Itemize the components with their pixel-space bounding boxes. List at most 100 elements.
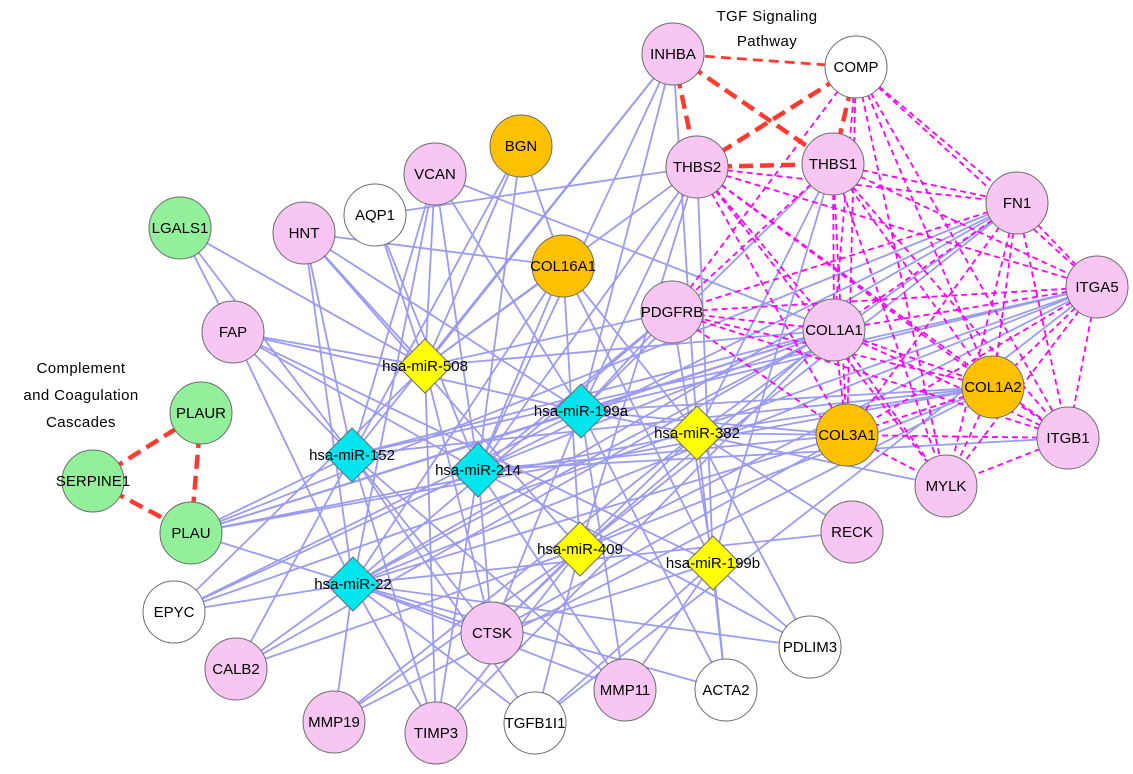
gene-node-circle xyxy=(824,35,888,99)
gene-node-circle xyxy=(159,501,223,565)
interaction-edge xyxy=(671,202,1018,313)
target-edge xyxy=(352,329,835,585)
gene-node-circle xyxy=(142,580,206,644)
gene-node-circle xyxy=(404,701,468,765)
gene-node-aqp1: AQP1 xyxy=(343,183,407,247)
gene-node-circle xyxy=(1065,255,1129,319)
mirna-node-diamond xyxy=(552,521,608,577)
gene-label: PLAU xyxy=(171,525,210,542)
interaction-edge xyxy=(945,202,1018,487)
target-edge xyxy=(235,548,581,670)
target-edge xyxy=(173,286,1098,613)
target-edge xyxy=(491,434,848,634)
target-edge xyxy=(696,163,834,434)
target-edge xyxy=(477,469,626,691)
gene-label: FN1 xyxy=(1003,195,1031,212)
target-edge xyxy=(580,386,994,412)
gene-node-circle xyxy=(694,658,758,722)
gene-label: ACTA2 xyxy=(702,682,749,699)
gene-node-calb2: CALB2 xyxy=(204,637,268,701)
mirna-node-mir508: hsa-miR-508 xyxy=(382,338,468,394)
mirna-node-diamond xyxy=(397,338,453,394)
target-edge xyxy=(580,163,834,412)
target-edge xyxy=(424,365,493,634)
gene-label: BGN xyxy=(505,138,538,155)
target-edge xyxy=(303,232,354,585)
target-edge xyxy=(232,331,479,471)
gene-node-circle xyxy=(914,454,978,518)
interaction-edge xyxy=(833,66,857,331)
gene-node-bgn: BGN xyxy=(489,114,553,178)
gene-node-mmp19: MMP19 xyxy=(302,690,366,754)
gene-node-circle xyxy=(820,500,884,564)
interaction-edge xyxy=(833,329,848,436)
gene-label: PLAUR xyxy=(176,405,226,422)
gene-node-circle xyxy=(778,615,842,679)
target-edge xyxy=(477,265,564,471)
mirna-label: hsa-miR-199b xyxy=(666,555,760,572)
target-edge xyxy=(351,454,536,724)
target-edges xyxy=(173,53,1098,734)
gene-node-thbs1: THBS1 xyxy=(801,132,865,196)
gene-node-circle xyxy=(61,449,125,513)
gene-node-plaur: PLAUR xyxy=(169,381,233,445)
target-edge xyxy=(696,432,811,648)
pathway-edge xyxy=(671,52,835,166)
target-edge xyxy=(179,227,353,456)
target-edge xyxy=(351,173,436,456)
gene-node-mmp11: MMP11 xyxy=(593,658,657,722)
interaction-edge xyxy=(696,166,848,436)
gene-node-hnt: HNT xyxy=(272,201,336,265)
interaction-edge xyxy=(671,311,848,436)
mirna-label: hsa-miR-214 xyxy=(435,462,521,479)
target-edge xyxy=(235,454,353,670)
target-edge xyxy=(232,331,354,585)
gene-node-circle xyxy=(503,691,567,755)
gene-label: HNT xyxy=(289,225,320,242)
mirna-node-mir214: hsa-miR-214 xyxy=(435,442,521,498)
target-edge xyxy=(477,434,848,471)
interaction-edge xyxy=(833,329,1069,439)
gene-label: EPYC xyxy=(154,604,195,621)
target-edge xyxy=(712,163,834,564)
target-edge xyxy=(333,548,581,723)
interaction-edge xyxy=(832,163,994,388)
tgf-annotation-line-2: Pathway xyxy=(737,33,797,50)
gene-node-vcan: VCAN xyxy=(403,142,467,206)
interaction-edge xyxy=(833,202,1018,331)
target-edge xyxy=(333,386,994,723)
gene-label: MMP19 xyxy=(308,714,360,731)
target-edge xyxy=(580,53,674,412)
gene-label: COL16A1 xyxy=(530,258,596,275)
target-edge xyxy=(352,583,727,691)
complement-annotation-line-1: Complement xyxy=(36,360,125,377)
gene-node-col1a1: COL1A1 xyxy=(802,298,866,362)
gene-node-circle xyxy=(640,280,704,344)
target-edge xyxy=(434,173,835,331)
target-edge xyxy=(352,265,564,585)
gene-node-circle xyxy=(665,135,729,199)
mirna-node-mir199b: hsa-miR-199b xyxy=(666,535,760,591)
interaction-edge xyxy=(855,66,1018,204)
interaction-edge xyxy=(696,166,835,331)
gene-node-fap: FAP xyxy=(201,300,265,364)
target-edge xyxy=(173,410,582,613)
gene-node-circle xyxy=(489,114,553,178)
gene-node-circle xyxy=(985,171,1049,235)
interaction-edge xyxy=(833,329,947,487)
target-edge xyxy=(477,437,1069,471)
gene-label: PDGFRB xyxy=(641,304,704,321)
gene-node-circle xyxy=(802,298,866,362)
interaction-edge xyxy=(671,66,857,313)
target-edge xyxy=(190,202,1018,534)
gene-node-circle xyxy=(201,300,265,364)
gene-node-circle xyxy=(460,601,524,665)
pathway-edge xyxy=(830,66,859,165)
target-edge xyxy=(696,166,714,564)
target-edge xyxy=(579,202,1018,550)
gene-label: INHBA xyxy=(650,46,696,63)
gene-label: MYLK xyxy=(926,478,967,495)
gene-node-plau: PLAU xyxy=(159,501,223,565)
interaction-edge xyxy=(846,434,1069,439)
